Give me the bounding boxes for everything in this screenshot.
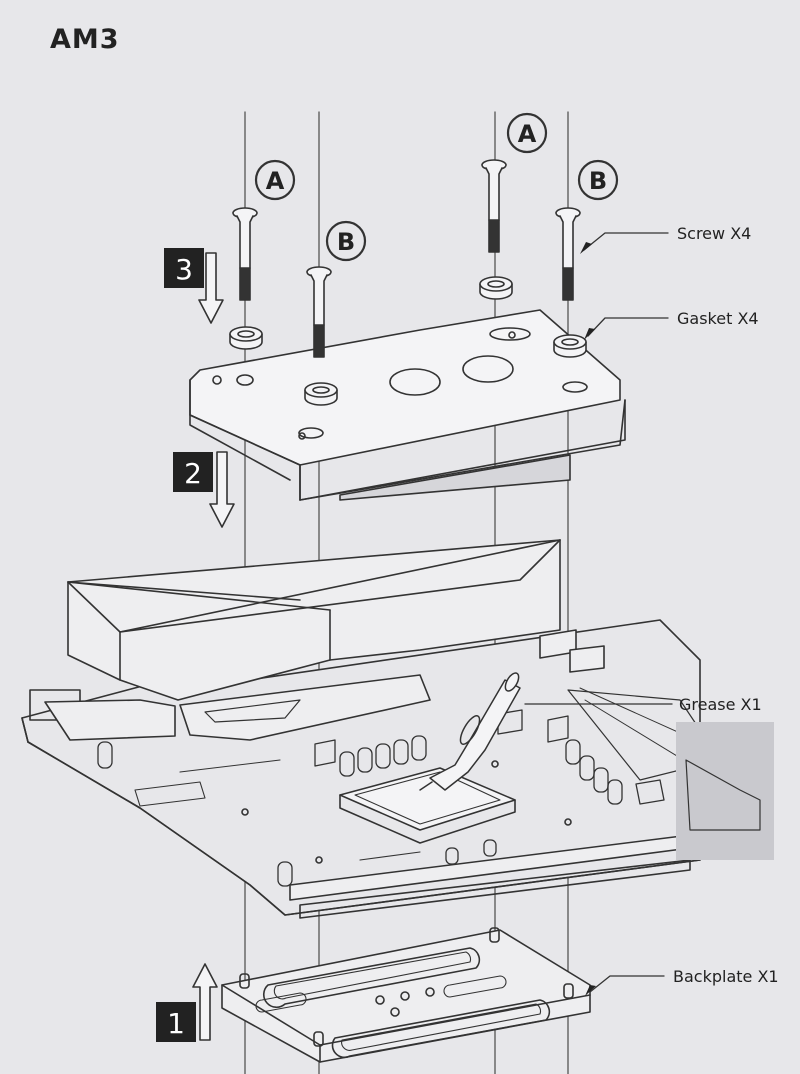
label-gasket: Gasket X4 <box>677 309 759 328</box>
grease-syringe <box>419 672 521 791</box>
marker-a-1: A <box>266 167 285 195</box>
arrow-step-1 <box>192 963 218 1041</box>
page-title: AM3 <box>50 24 120 55</box>
marker-b-2: B <box>589 167 607 195</box>
step-badge-3: 3 <box>175 253 193 286</box>
label-screw: Screw X4 <box>677 224 751 243</box>
marker-b-1: B <box>337 228 355 256</box>
arrow-step-3 <box>198 252 224 324</box>
step-badge-1: 1 <box>167 1007 185 1040</box>
water-block <box>189 309 626 501</box>
marker-circles <box>254 112 619 262</box>
step-badge-2: 2 <box>184 457 202 490</box>
label-backplate: Backplate X1 <box>673 967 779 986</box>
screws <box>232 159 581 358</box>
motherboard <box>21 539 741 919</box>
marker-a-2: A <box>518 120 537 148</box>
label-grease: Grease X1 <box>679 695 762 714</box>
step-badges <box>156 248 213 1042</box>
backplate <box>221 927 591 1063</box>
arrow-step-2 <box>209 451 235 528</box>
callout-arrowheads <box>580 242 596 996</box>
gaskets <box>229 276 587 406</box>
